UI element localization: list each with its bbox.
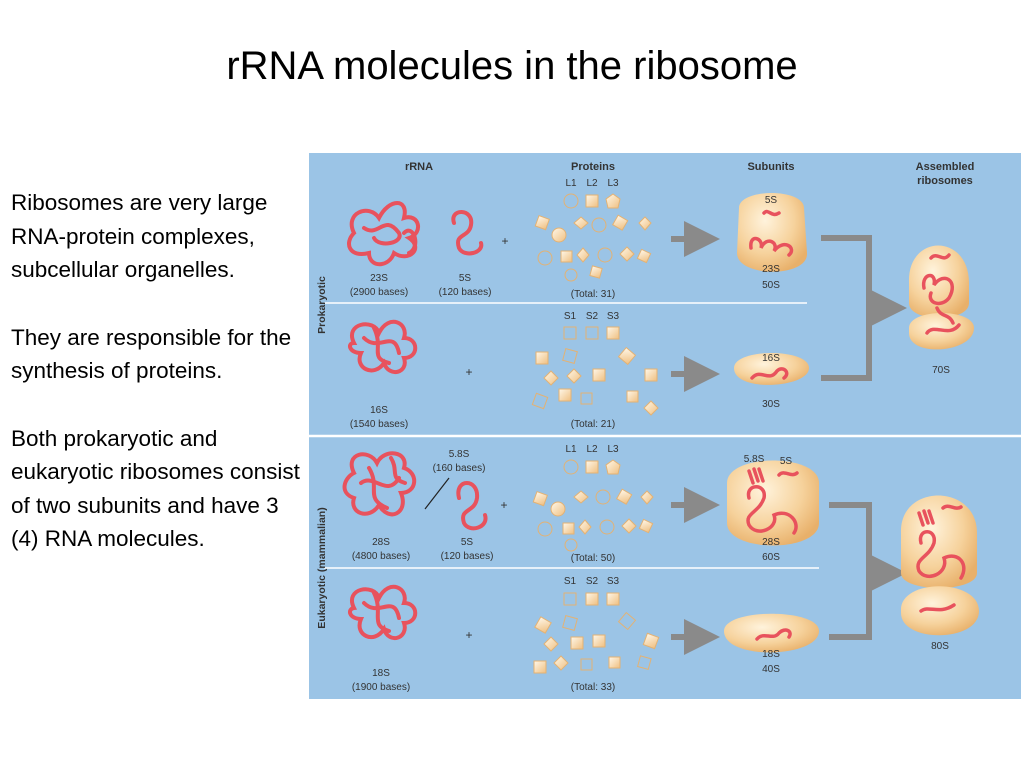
assembled-label-70s: 70S	[932, 365, 950, 376]
rna-label-18s: 18S	[372, 668, 390, 679]
rna-squiggle-28s	[342, 451, 417, 517]
description-text: Ribosomes are very large RNA-protein com…	[11, 186, 306, 590]
rna-bases-5s: (120 bases)	[439, 287, 492, 298]
protein-total: (Total: 50)	[571, 553, 615, 564]
leader-line-5-8s	[424, 477, 450, 510]
rna-label-23s: 23S	[370, 273, 388, 284]
protein-label-l1: L1	[565, 178, 577, 189]
ribosome-diagram: rRNA Proteins Subunits Assembled ribosom…	[309, 153, 1021, 699]
protein-label-s1: S1	[564, 576, 577, 587]
rna-squiggle-5s	[451, 210, 484, 256]
rna-squiggle-subunit-30s	[750, 367, 789, 380]
subunit-label-40s: 40S	[762, 664, 780, 675]
rna-squiggle-5s	[456, 481, 488, 531]
protein-label-s2: S2	[586, 311, 599, 322]
protein-cluster	[534, 193, 652, 282]
ribosome-assembled-70s	[908, 245, 974, 350]
rna-squiggle-subunit-60s	[746, 467, 799, 535]
assembled-label-80s: 80S	[931, 641, 949, 652]
subunit-rna-label-5s: 5S	[765, 195, 778, 206]
protein-label-l3: L3	[607, 444, 619, 455]
page-title: rRNA molecules in the ribosome	[226, 44, 798, 88]
rna-bases-28s: (4800 bases)	[352, 551, 410, 562]
subunit-rna-label-23s: 23S	[762, 264, 780, 275]
rna-squiggle-subunit-40s	[755, 628, 792, 641]
protein-label-l1: L1	[565, 444, 577, 455]
protein-cluster	[531, 326, 659, 416]
subunit-rna-label-16s: 16S	[762, 353, 780, 364]
plus-sign: +	[501, 234, 508, 248]
protein-cluster	[533, 592, 660, 674]
subunit-rna-label-18s: 18S	[762, 649, 780, 660]
subunit-rna-label-5s: 5S	[780, 456, 793, 467]
protein-label-l2: L2	[586, 444, 598, 455]
protein-label-l3: L3	[607, 178, 619, 189]
rna-bases-18s: (1900 bases)	[352, 682, 410, 693]
side-label-prokaryotic: Prokaryotic	[316, 276, 328, 334]
ribosome-subunit-40s	[724, 613, 819, 653]
rna-label-28s: 28S	[372, 537, 390, 548]
ribosome-subunit-60s	[727, 460, 819, 546]
header-proteins: Proteins	[571, 161, 615, 173]
protein-label-s1: S1	[564, 311, 577, 322]
rna-label-16s: 16S	[370, 405, 388, 416]
protein-label-l2: L2	[586, 178, 598, 189]
plus-sign: +	[500, 498, 507, 512]
assembly-connector-prokaryotic	[821, 235, 889, 381]
rna-label-5s: 5S	[459, 273, 472, 284]
protein-total: (Total: 33)	[571, 682, 615, 693]
protein-label-s3: S3	[607, 311, 620, 322]
protein-label-s3: S3	[607, 576, 620, 587]
side-label-eukaryotic: Eukaryotic (mammalian)	[316, 507, 328, 628]
plus-sign: +	[465, 628, 472, 642]
assembly-connector-eukaryotic	[829, 502, 889, 640]
subunit-label-50s: 50S	[762, 280, 780, 291]
protein-label-s2: S2	[586, 576, 599, 587]
paragraph-ribosome-function: They are responsible for the synthesis o…	[11, 324, 292, 384]
paragraph-ribosome-definition: Ribosomes are very large RNA-protein com…	[11, 190, 268, 282]
rna-label-5-8s: 5.8S	[449, 449, 470, 460]
rna-bases-5-8s: (160 bases)	[433, 463, 486, 474]
rna-bases-16s: (1540 bases)	[350, 419, 408, 430]
rna-squiggle-subunit-50s	[749, 209, 794, 257]
header-assembled-line1: Assembled	[916, 161, 975, 173]
subunit-label-60s: 60S	[762, 552, 780, 563]
protein-cluster	[532, 459, 654, 552]
header-assembled-line2: ribosomes	[917, 175, 973, 187]
rna-squiggle-23s	[347, 201, 420, 267]
header-subunits: Subunits	[747, 161, 794, 173]
ribosome-assembled-80s	[900, 495, 979, 636]
rna-label-5s: 5S	[461, 537, 474, 548]
rna-squiggle-16s	[348, 319, 418, 374]
subunit-rna-label-28s: 28S	[762, 537, 780, 548]
rna-squiggle-18s	[348, 584, 418, 641]
subunit-label-30s: 30S	[762, 399, 780, 410]
protein-total: (Total: 21)	[571, 419, 615, 430]
plus-sign: +	[465, 365, 472, 379]
paragraph-ribosome-composition: Both prokaryotic and eukaryotic ribosome…	[11, 425, 300, 552]
header-rrna: rRNA	[405, 161, 433, 173]
rna-bases-23s: (2900 bases)	[350, 287, 408, 298]
protein-total: (Total: 31)	[571, 289, 615, 300]
subunit-rna-label-5-8s: 5.8S	[744, 454, 765, 465]
rna-bases-5s: (120 bases)	[441, 551, 494, 562]
